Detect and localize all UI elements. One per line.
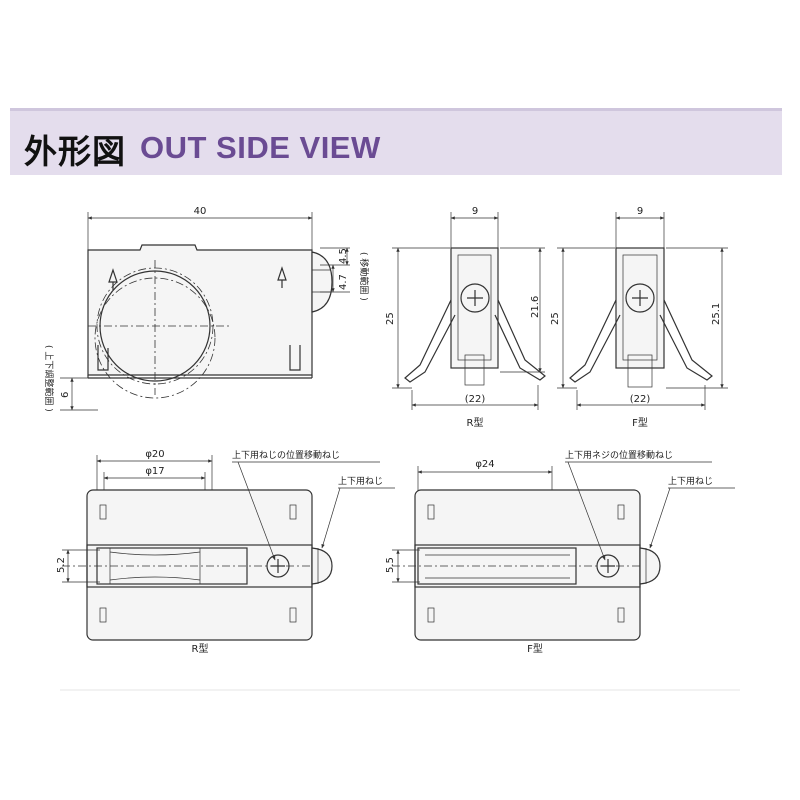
title-english: OUT SIDE VIEW xyxy=(140,130,381,165)
section-header-band: 外形図 OUT SIDE VIEW xyxy=(10,108,782,175)
end-f-dim-left: 25 xyxy=(550,312,561,325)
end-r-body xyxy=(450,247,499,369)
end-r-dim-left: 25 xyxy=(385,312,396,325)
arrow-marker-right xyxy=(277,266,287,288)
move-range-label: ( 移動範囲 ) xyxy=(358,252,370,301)
housing-outline xyxy=(87,244,313,376)
top-view-r: φ20 φ17 5.2 上下用ねじの位置移動ねじ 上下用ねじ xyxy=(56,449,395,655)
top-f-dim-outer: φ24 xyxy=(475,459,494,470)
clip-right xyxy=(289,345,301,371)
clip-left xyxy=(97,345,109,371)
end-f-body xyxy=(615,247,665,369)
dim-move-a: 4.7 xyxy=(338,274,349,290)
top-r-knob xyxy=(311,547,333,585)
dim-adjust: 6 xyxy=(60,392,71,398)
end-r-label: R型 xyxy=(467,416,484,429)
end-f-dim-bottom: (22) xyxy=(630,394,651,405)
top-f-callout-screw: 上下用ねじ xyxy=(668,476,713,487)
top-r-callout-screw: 上下用ねじ xyxy=(338,476,383,487)
end-view-f: 9 25 25.1 (22) F型 xyxy=(550,206,728,429)
end-r-dim-top: 9 xyxy=(472,206,478,217)
adjust-range-label: ( 上下調整範囲 ) xyxy=(43,345,55,412)
top-r-dim-outer: φ20 xyxy=(145,449,164,460)
top-f-screw xyxy=(596,554,620,578)
top-view-f: φ24 5.5 上下用ネジの位置移動ねじ 上下用ねじ F型 xyxy=(385,449,735,655)
top-f-housing xyxy=(414,489,641,641)
top-r-callout-position: 上下用ねじの位置移動ねじ xyxy=(232,449,340,461)
end-f-screw xyxy=(625,283,655,313)
top-f-dim-side: 5.5 xyxy=(385,557,396,573)
adjust-knob xyxy=(311,251,333,313)
top-f-label: F型 xyxy=(527,642,543,655)
end-r-screw xyxy=(460,283,490,313)
end-f-label: F型 xyxy=(632,416,648,429)
top-r-dim-side: 5.2 xyxy=(56,557,67,573)
dim-move-b: 4.5 xyxy=(338,248,349,264)
arrow-marker-left xyxy=(108,268,118,290)
side-view: 40 4.7 4.5 ( 移動範囲 ) 6 xyxy=(43,206,370,412)
end-r-dim-bottom: (22) xyxy=(465,394,486,405)
end-r-dim-right: 21.6 xyxy=(530,296,541,318)
top-f-knob xyxy=(639,547,661,585)
top-r-dim-inner: φ17 xyxy=(145,466,164,477)
top-f-callout-position: 上下用ネジの位置移動ねじ xyxy=(565,449,673,461)
top-r-label: R型 xyxy=(192,642,209,655)
title-japanese: 外形図 xyxy=(24,132,126,171)
dim-width-text: 40 xyxy=(194,206,207,217)
top-r-screw xyxy=(266,554,290,578)
end-f-dim-right: 25.1 xyxy=(711,303,722,325)
end-view-r: 9 25 21.6 (22) R型 xyxy=(385,206,546,429)
end-f-dim-top: 9 xyxy=(637,206,643,217)
